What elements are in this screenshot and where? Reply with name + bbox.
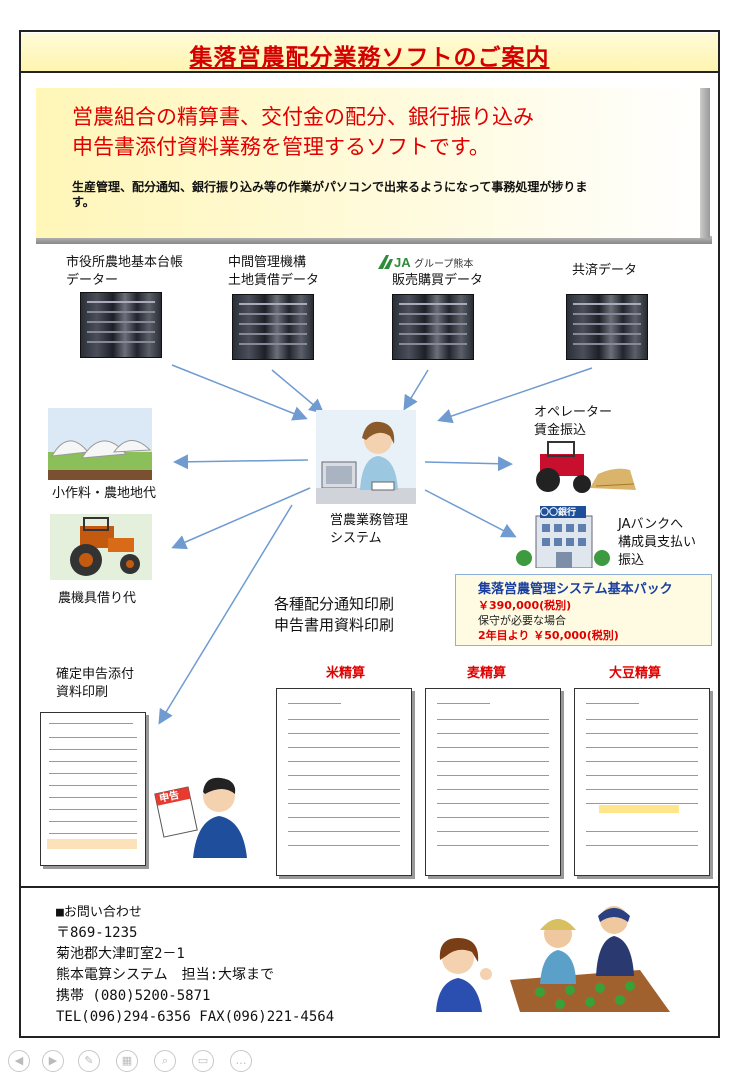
intro-sub-2: す。 [72,195,95,209]
next-icon[interactable]: ▶ [42,1050,64,1072]
ja-bank-label: JAバンクへ構成員支払い振込 [618,517,697,568]
contact-zip: 〒869-1235 [56,925,138,941]
server-icon [80,292,162,358]
wheat-settlement-document [425,688,561,876]
svg-text:JA: JA [394,255,411,270]
contact-company: 熊本電算システム 担当:大塚まで [56,967,275,983]
contact-mobile: 携帯 (080)5200-5871 [56,988,211,1004]
svg-text:グループ熊本: グループ熊本 [414,257,473,270]
intro-sub-1: 生産管理、配分通知、銀行振り込み等の作業がパソコンで出来るようになって事務処理が… [72,180,588,194]
source-label-ja: 販売購買データ [392,273,484,288]
businessman-illustration [153,768,257,858]
package-maint-price: 2年目より ￥50,000(税別) [478,629,619,642]
office-worker-illustration [316,410,416,504]
greenhouse-illustration [48,408,152,480]
bank-sign: 〇〇銀行 [540,508,577,518]
package-title: 集落営農管理システム基本パック [478,582,673,597]
tax-document-thumbnail [40,712,146,866]
rice-settlement-document [276,688,412,876]
contact-divider [21,886,718,888]
server-icon [232,294,314,360]
server-icon [566,294,648,360]
bank-building-illustration [514,506,610,569]
zoom-icon[interactable]: ⌕ [154,1050,176,1072]
soybean-settlement-document [574,688,710,876]
settlement-label-soybean: 大豆精算 [609,666,662,681]
source-label-kyosai: 共済データ [572,263,638,278]
farm-tractor-illustration [526,440,638,496]
contact-address: 菊池郡大津町室2－1 [56,946,185,962]
package-price: ￥390,000(税別) [478,599,572,612]
contact-tel-fax: TEL(096)294-6356 FAX(096)221-4564 [56,1009,335,1025]
page-frame [19,30,720,1038]
center-system-label: 営農業務管理システム [330,513,409,546]
tractor-illustration [50,514,152,580]
operator-label: オペレーター賃金振込 [534,405,613,438]
intro-line-1: 営農組合の精算書、交付金の配分、銀行振り込み [72,105,534,129]
title-bar: 集落営農配分業務ソフトのご案内 [21,33,718,73]
contact-block: ■お問い合わせ 〒869-1235 菊池郡大津町室2－1 熊本電算システム 担当… [56,902,334,1028]
contact-heading: ■お問い合わせ [56,905,142,920]
tax-print-label: 確定申告添付資料印刷 [56,667,135,700]
source-label-agency: 中間管理機構土地賃借データ [228,255,320,288]
prev-icon[interactable]: ◀ [8,1050,30,1072]
notice-print-label: 各種配分通知印刷申告書用資料印刷 [274,595,395,634]
subtitle-icon[interactable]: ▭ [192,1050,214,1072]
package-maint-label: 保守が必要な場合 [478,614,566,627]
intro-shadow [36,236,712,244]
rent-label: 小作料・農地地代 [52,486,157,501]
waving-woman-illustration [428,930,494,1012]
source-label-city: 市役所農地基本台帳データー [66,255,184,288]
slides-icon[interactable]: ▦ [116,1050,138,1072]
pen-icon[interactable]: ✎ [78,1050,100,1072]
intro-line-2: 申告書添付資料業務を管理するソフトです。 [72,135,490,159]
more-icon[interactable]: … [230,1050,252,1072]
page-title: 集落営農配分業務ソフトのご案内 [189,45,550,71]
basic-package-box: 集落営農管理システム基本パック ￥390,000(税別) 保守が必要な場合 2年… [455,574,712,646]
server-icon [392,294,474,360]
ja-logo-icon: JA グループ熊本 [378,253,493,275]
settlement-label-wheat: 麦精算 [467,666,507,681]
intro-banner: 営農組合の精算書、交付金の配分、銀行振り込み 申告書添付資料業務を管理するソフト… [36,88,710,238]
equipment-label: 農機具借り代 [58,591,137,606]
settlement-label-rice: 米精算 [326,666,366,681]
farmers-illustration [510,900,670,1012]
